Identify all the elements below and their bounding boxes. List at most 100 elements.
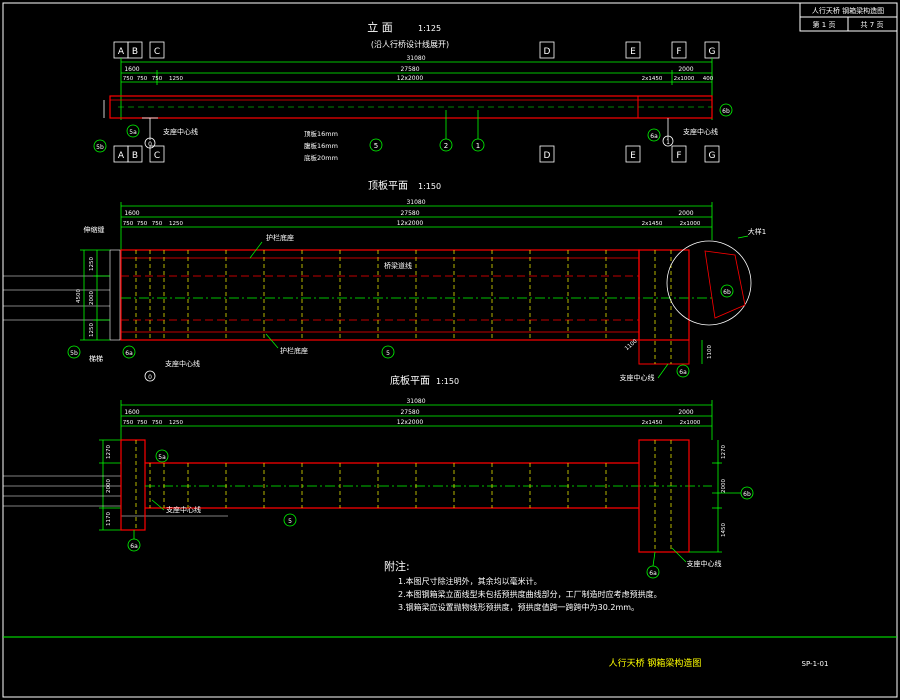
elevation-dim-seg2: 750 bbox=[137, 76, 148, 82]
axis-f-bottom: F bbox=[676, 151, 681, 161]
elevation-callout-5b: 5b bbox=[96, 144, 104, 151]
notes-block: 附注: 1.本图尺寸除注明外，其余均以毫米计。 2.本图钢箱梁立面线型未包括预拱… bbox=[384, 559, 662, 612]
bottom-plan-dim-mid: 27580 bbox=[400, 409, 419, 416]
bottom-plan-dim-r2: 2x1000 bbox=[680, 420, 701, 426]
bottom-plan-stair-lines bbox=[3, 475, 228, 517]
note-3: 3.钢箱梁应设置抛物线形预拱度，预拱度值跨一跨跨中为30.2mm。 bbox=[398, 602, 639, 612]
axis-c-bottom: C bbox=[154, 151, 160, 161]
elevation-dim-mid: 27580 bbox=[400, 66, 419, 73]
top-plan-support-right-label: 支座中心线 bbox=[620, 373, 655, 382]
elevation-dim-lines bbox=[120, 58, 713, 120]
top-plan-vdims bbox=[80, 249, 110, 341]
bottom-plan-callout-6a-right: 6a bbox=[649, 570, 657, 577]
elevation-dim-seg4: 1250 bbox=[169, 76, 183, 82]
bottom-plan-dim-right: 2000 bbox=[678, 409, 693, 416]
elevation-callout-1b: 1 bbox=[666, 139, 670, 146]
top-plan-deck bbox=[120, 249, 712, 365]
bottom-plan-deck bbox=[120, 439, 712, 553]
bottom-plan-dim-v3: 1170 bbox=[106, 512, 112, 526]
elevation-callout-5: 5 bbox=[374, 142, 378, 150]
elevation-dim-r1: 2x1450 bbox=[642, 76, 663, 82]
elevation-scale: 1:125 bbox=[418, 24, 441, 33]
top-plan-dim-r1: 2x1450 bbox=[642, 221, 663, 227]
bottom-plan-dim-v1: 1270 bbox=[106, 445, 112, 459]
top-plan-dim-left: 1600 bbox=[124, 210, 139, 217]
top-plan-support-left-label: 支座中心线 bbox=[165, 359, 200, 368]
top-plan-callouts bbox=[67, 284, 734, 382]
top-plan-callout-6a-left: 6a bbox=[125, 350, 133, 357]
elevation-view: 立 面 1:125 (沿人行桥设计线展开) A B C D E F G 3108… bbox=[93, 20, 733, 163]
axis-e-top: E bbox=[630, 47, 636, 57]
elevation-dim-r3: 400 bbox=[703, 76, 714, 82]
bottom-plan-dim-r1: 2x1450 bbox=[642, 420, 663, 426]
bottom-plan-support-left-label: 支座中心线 bbox=[166, 505, 201, 514]
notes-heading: 附注: bbox=[384, 559, 410, 573]
bottom-plan-support-right-label: 支座中心线 bbox=[687, 559, 722, 568]
bottom-plan-dim-seg4: 1250 bbox=[169, 420, 183, 426]
elevation-subtitle: (沿人行桥设计线展开) bbox=[371, 39, 449, 49]
bottom-plan-callouts bbox=[127, 449, 754, 579]
top-plan-expansion-label: 伸缩缝 bbox=[84, 225, 105, 234]
elevation-callout-0: 0 bbox=[148, 141, 152, 148]
top-plan-stairs-label: 梯梯 bbox=[89, 354, 103, 363]
top-plan-dim-v3: 1250 bbox=[89, 323, 95, 337]
elevation-dim-r2: 2x1000 bbox=[674, 76, 695, 82]
axis-d-bottom: D bbox=[544, 151, 551, 161]
bottom-plan-dim-seg2: 750 bbox=[137, 420, 148, 426]
bottom-plan-dim-vr2: 2000 bbox=[721, 479, 727, 493]
top-plan-dim-seg3: 750 bbox=[152, 221, 163, 227]
axis-e-bottom: E bbox=[630, 151, 636, 161]
bottom-plan-dim-lines bbox=[120, 400, 713, 440]
note-1: 1.本图尺寸除注明外，其余均以毫米计。 bbox=[398, 576, 542, 586]
footer-title: 人行天桥 钢箱梁构造图 bbox=[609, 657, 702, 669]
elevation-dim-seg3: 750 bbox=[152, 76, 163, 82]
elevation-title: 立 面 bbox=[367, 20, 393, 34]
top-plan-dim-seg1: 750 bbox=[123, 221, 134, 227]
top-plan-callout-5b: 5b bbox=[70, 350, 78, 357]
elevation-dim-middle: 12x2000 bbox=[397, 75, 424, 82]
top-plan-railing-top-leader bbox=[249, 241, 263, 259]
top-plan-scale: 1:150 bbox=[418, 182, 441, 191]
elevation-plate-1: 顶板16mm bbox=[304, 129, 338, 138]
title-block-total: 共 7 页 bbox=[861, 20, 884, 29]
axis-b-top: B bbox=[132, 47, 138, 57]
top-plan-dim-vright: 1100 bbox=[707, 345, 713, 359]
bottom-plan-dim-vr3: 1450 bbox=[721, 523, 727, 537]
title-block: 人行天桥 钢箱梁构造图 第 1 页 共 7 页 bbox=[799, 2, 898, 32]
bottom-plan-diaphragms bbox=[135, 440, 672, 552]
top-plan-dim-total: 31080 bbox=[406, 199, 425, 206]
bottom-plan-support-right-leader bbox=[671, 547, 687, 563]
elevation-dim-seg1: 750 bbox=[123, 76, 134, 82]
bottom-plan-right-vdims bbox=[689, 440, 722, 553]
elevation-dim-left: 1600 bbox=[124, 66, 139, 73]
axis-letters-bottom bbox=[113, 145, 720, 163]
bottom-plan-scale: 1:150 bbox=[436, 377, 459, 386]
top-plan-dim-v1: 1250 bbox=[89, 257, 95, 271]
axis-d-top: D bbox=[544, 47, 551, 57]
axis-f-top: F bbox=[676, 47, 681, 57]
top-plan-support-right-leader bbox=[657, 363, 669, 379]
top-plan-detail-leader bbox=[737, 235, 749, 239]
elevation-plate-2: 腹板16mm bbox=[304, 141, 338, 150]
elevation-callout-6a: 6a bbox=[650, 133, 658, 140]
axis-c-top: C bbox=[154, 47, 160, 57]
top-plan-stair-lines bbox=[3, 249, 121, 341]
bottom-plan-callout-5a: 5a bbox=[158, 454, 166, 461]
elevation-support-right-label: 支座中心线 bbox=[683, 127, 718, 136]
top-plan-view: 顶板平面 1:150 31080 1600 27580 2000 750 750… bbox=[3, 179, 766, 382]
top-plan-dim-vtotal: 4500 bbox=[76, 289, 82, 303]
top-plan-diaphragms bbox=[135, 250, 672, 364]
axis-letters-top bbox=[113, 41, 720, 59]
top-plan-callout-6b: 6b bbox=[723, 289, 731, 296]
top-plan-dim-v2: 2000 bbox=[89, 291, 95, 305]
top-plan-railing-bottom-label: 护栏底座 bbox=[280, 346, 308, 355]
bottom-plan-callout-5: 5 bbox=[288, 518, 292, 525]
top-plan-dim-seg4: 1250 bbox=[169, 221, 183, 227]
elevation-girder bbox=[103, 95, 713, 119]
elevation-plate-3: 底板20mm bbox=[304, 153, 338, 162]
top-plan-callout-6a-right: 6a bbox=[679, 369, 687, 376]
bottom-plan-dim-vr1: 1270 bbox=[721, 445, 727, 459]
bottom-plan-dim-total: 31080 bbox=[406, 398, 425, 405]
title-block-sheet: 第 1 页 bbox=[813, 20, 836, 29]
